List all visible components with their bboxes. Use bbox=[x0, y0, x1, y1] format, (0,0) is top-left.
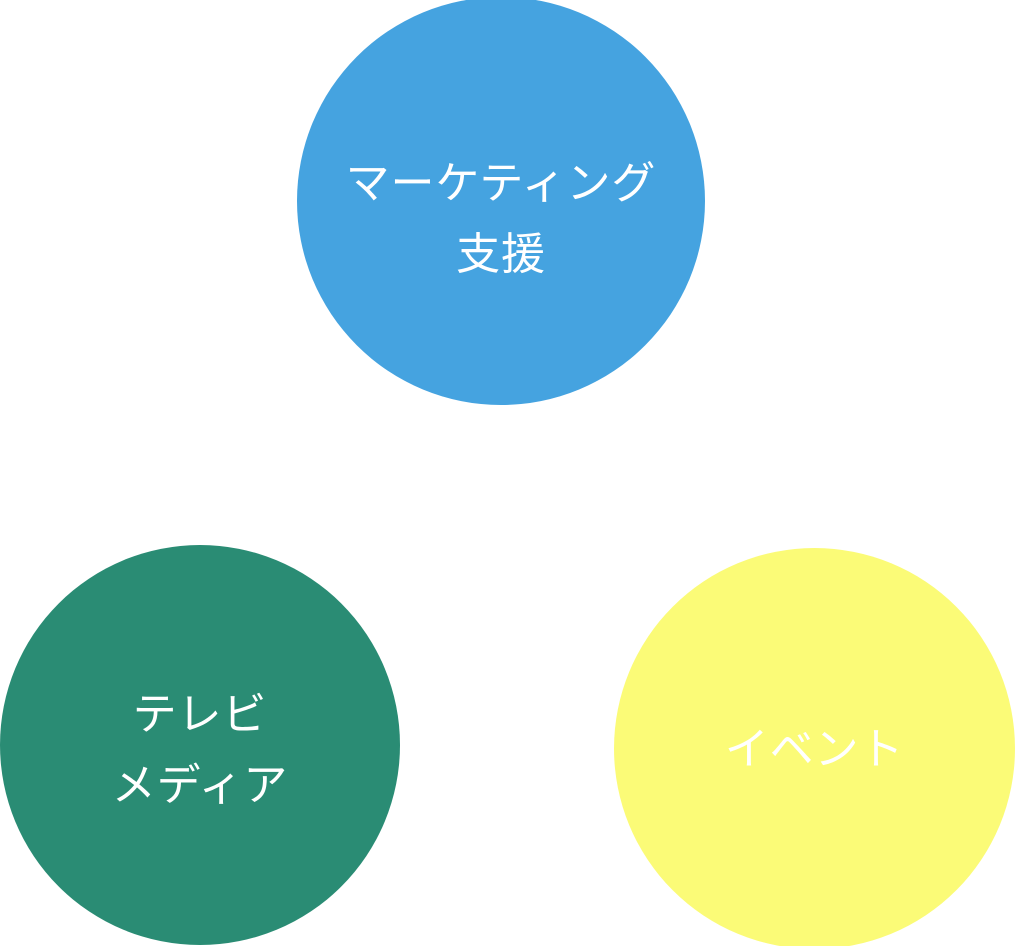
bubble-marketing-support[interactable]: マーケティング 支援 bbox=[297, 0, 705, 405]
bubble-tv-media[interactable]: テレビ メディア bbox=[0, 545, 400, 945]
bubble-event[interactable]: イベント bbox=[614, 548, 1015, 946]
bubble-event-label: イベント bbox=[724, 724, 905, 774]
bubble-marketing-support-label: マーケティング 支援 bbox=[345, 158, 657, 279]
bubble-tv-media-label: テレビ メディア bbox=[111, 689, 289, 810]
